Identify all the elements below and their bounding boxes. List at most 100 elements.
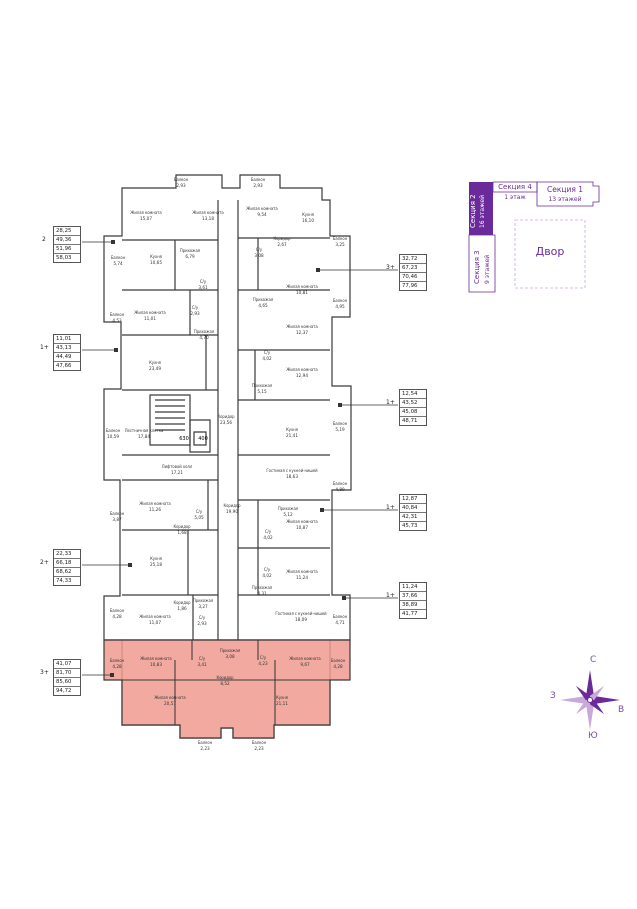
room-area: 16,10 xyxy=(302,218,314,223)
highlighted-apartment[interactable] xyxy=(103,639,351,739)
room-label: Жилая комната xyxy=(192,210,223,215)
room-label: Балкон xyxy=(111,255,126,260)
room-label: Прихожая xyxy=(278,506,298,511)
apt-code: 2+ xyxy=(40,559,49,566)
room-label: Прихожая xyxy=(252,383,272,388)
apt-area-loggia: 44,49 xyxy=(54,353,80,362)
room-area: 12,94 xyxy=(296,373,308,378)
room-area: 3,61 xyxy=(198,285,208,290)
room-area: 9,67 xyxy=(300,662,310,667)
room-label: Балкон xyxy=(333,481,348,486)
section2-block[interactable] xyxy=(469,182,493,235)
apt-table: 11,24 37,66 38,89 41,77 xyxy=(399,582,427,619)
room-label: Жилая комната xyxy=(130,210,161,215)
room-label: С/у xyxy=(264,350,271,355)
apt-area-balcony: 45,73 xyxy=(402,523,418,529)
apt-table: 11,01 43,13 44,49 47,66 xyxy=(53,334,81,371)
room-label: Жилая комната xyxy=(134,310,165,315)
section1-floors: 13 этажей xyxy=(548,196,581,203)
lift-label: 630 xyxy=(179,436,189,442)
room-label: Жилая комната xyxy=(286,569,317,574)
room-area: 2,93 xyxy=(190,311,200,316)
apt-area-loggia: 38,89 xyxy=(400,601,426,610)
apt-area-balcony: 74,33 xyxy=(56,578,72,584)
compass-east: В xyxy=(618,705,625,715)
room-label: Коридор xyxy=(217,414,235,419)
room-area: 13,18 xyxy=(202,216,214,221)
room-area: 4,02 xyxy=(262,356,272,361)
room-label: Жилая комната xyxy=(139,501,170,506)
room-area: 15,07 xyxy=(140,216,152,221)
room-label: Жилая комната xyxy=(286,324,317,329)
apt-code: 2 xyxy=(42,236,46,243)
apt-total-area: 43,52 xyxy=(400,399,426,408)
apt-area-balcony: 48,71 xyxy=(402,418,418,424)
room-area: 3,41 xyxy=(197,662,207,667)
room-area: 5,15 xyxy=(257,389,267,394)
compass-icon xyxy=(560,670,620,730)
apt-living-area: 11,24 xyxy=(400,583,426,592)
compass-north: С xyxy=(590,655,597,665)
section3-floors: 9 этажей xyxy=(484,255,491,284)
apt-total-area: 67,23 xyxy=(400,264,426,273)
room-label: Балкон xyxy=(198,740,213,745)
apt-code: 1+ xyxy=(386,399,395,406)
apt-total-area: 37,66 xyxy=(400,592,426,601)
yard-area xyxy=(514,219,586,289)
section1-block[interactable] xyxy=(536,181,600,207)
room-label: С/у xyxy=(199,615,206,620)
apt-area-balcony: 41,77 xyxy=(402,611,418,617)
room-label: С/у xyxy=(260,655,267,660)
room-label: Прихожая xyxy=(252,585,272,590)
room-label: Балкон xyxy=(110,658,125,663)
apt-area-balcony: 58,03 xyxy=(56,255,72,261)
room-label: Балкон xyxy=(110,511,125,516)
apt-total-area: 81,70 xyxy=(54,669,80,678)
room-label: Жилая комната xyxy=(139,614,170,619)
apt-living-area: 28,25 xyxy=(54,227,80,236)
apt-total-area: 40,84 xyxy=(400,504,426,513)
section3-block[interactable] xyxy=(468,234,496,293)
room-area: 19,90 xyxy=(226,509,238,514)
room-area: 10,59 xyxy=(107,434,119,439)
apt-code: 3+ xyxy=(386,264,395,271)
room-area: 10,65 xyxy=(150,260,162,265)
room-label: Прихожая xyxy=(194,329,214,334)
room-label: Балкон xyxy=(252,740,267,745)
apt-living-area: 32,72 xyxy=(400,255,426,264)
room-label: Балкон xyxy=(174,177,189,182)
room-area: 10,87 xyxy=(296,525,308,530)
room-area: 2,23 xyxy=(200,746,210,751)
room-area: 4,02 xyxy=(263,535,273,540)
apt-table: 22,33 66,18 68,62 74,33 xyxy=(53,549,81,586)
room-label: Кухня xyxy=(149,360,161,365)
room-label: Кухня xyxy=(302,212,314,217)
room-area: 10,83 xyxy=(150,662,162,667)
site-mini-plan: Секция 2 16 этажей Секция 4 1 этаж Секци… xyxy=(468,181,600,293)
room-label: Балкон xyxy=(333,614,348,619)
room-area: 17,84 xyxy=(138,434,150,439)
room-label: Кухня xyxy=(276,695,288,700)
room-area: 9,54 xyxy=(257,212,267,217)
apt-table: 28,25 49,36 51,96 58,03 xyxy=(53,226,81,263)
room-area: 5,19 xyxy=(335,427,345,432)
room-label: Коридор xyxy=(223,503,241,508)
room-area: 20,57 xyxy=(164,701,176,706)
room-area: 4,70 xyxy=(199,335,209,340)
apt-table: 12,54 43,52 45,08 48,71 xyxy=(399,389,427,426)
apt-code: 1+ xyxy=(386,592,395,599)
apt-table: 32,72 67,23 70,46 77,96 xyxy=(399,254,427,291)
room-label: Жилая комната xyxy=(289,656,320,661)
room-area: 11,07 xyxy=(149,620,161,625)
room-area: 4,02 xyxy=(262,573,272,578)
apt-area-loggia: 85,60 xyxy=(54,678,80,687)
apt-area-loggia: 42,31 xyxy=(400,513,426,522)
room-area: 6,79 xyxy=(185,254,195,259)
apt-total-area: 49,36 xyxy=(54,236,80,245)
apt-total-area: 66,18 xyxy=(54,559,80,568)
room-label: Балкон xyxy=(106,428,121,433)
room-label: Гостиная с кухней-нишей xyxy=(266,468,318,473)
apt-total-area: 43,13 xyxy=(54,344,80,353)
room-label: Балкон xyxy=(110,312,125,317)
room-label: Жилая комната xyxy=(154,695,185,700)
